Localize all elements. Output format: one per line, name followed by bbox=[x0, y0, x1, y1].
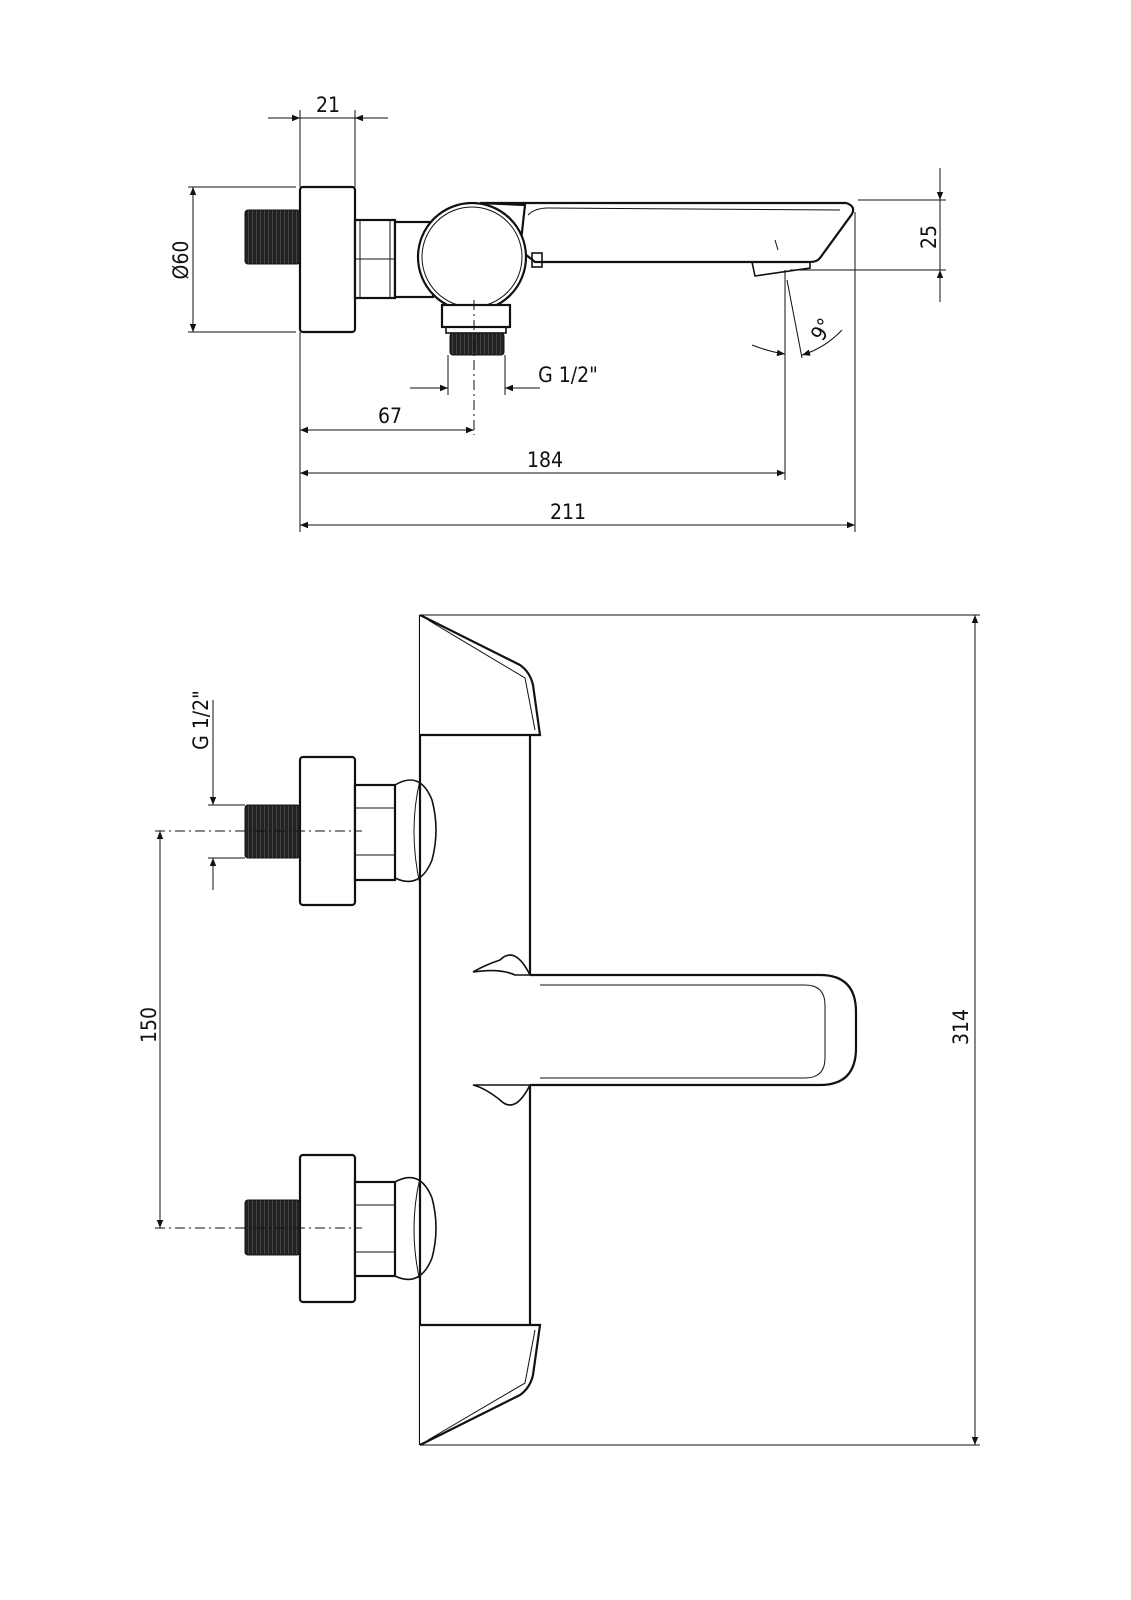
inlet-thread bbox=[244, 209, 301, 265]
upper-inlet-thread bbox=[244, 804, 301, 859]
dim-flange-depth: 21 bbox=[316, 93, 340, 117]
lower-inlet-thread bbox=[244, 1199, 301, 1256]
top-handle-cap bbox=[419, 614, 542, 737]
mixer-body-front bbox=[418, 615, 532, 1445]
bottom-handle-cap bbox=[419, 1323, 542, 1446]
dim-outlet-position: 67 bbox=[378, 404, 402, 428]
top-view: 21 Ø60 25 9° G 1/2" 67 184 211 bbox=[169, 93, 946, 532]
lower-inlet bbox=[244, 1153, 437, 1304]
outlet-thread bbox=[449, 332, 505, 356]
dim-total-length: 211 bbox=[550, 500, 586, 524]
hex-nut bbox=[353, 218, 397, 300]
wall-flange bbox=[298, 185, 357, 334]
dim-spout-height: 25 bbox=[917, 225, 941, 249]
front-view: G 1/2" 150 314 bbox=[137, 614, 980, 1446]
dim-outlet-thread: G 1/2" bbox=[538, 363, 598, 387]
dim-spout-outlet: 184 bbox=[527, 448, 563, 472]
spout-front bbox=[530, 973, 858, 1087]
spout-outlet bbox=[751, 261, 811, 277]
dim-inlet-spacing: 150 bbox=[137, 1007, 161, 1043]
dim-angle: 9° bbox=[806, 314, 838, 345]
dim-total-height: 314 bbox=[949, 1009, 973, 1045]
mixer-body bbox=[416, 201, 528, 313]
dim-inlet-thread: G 1/2" bbox=[189, 690, 213, 750]
dim-flange-diameter: Ø60 bbox=[169, 241, 193, 280]
